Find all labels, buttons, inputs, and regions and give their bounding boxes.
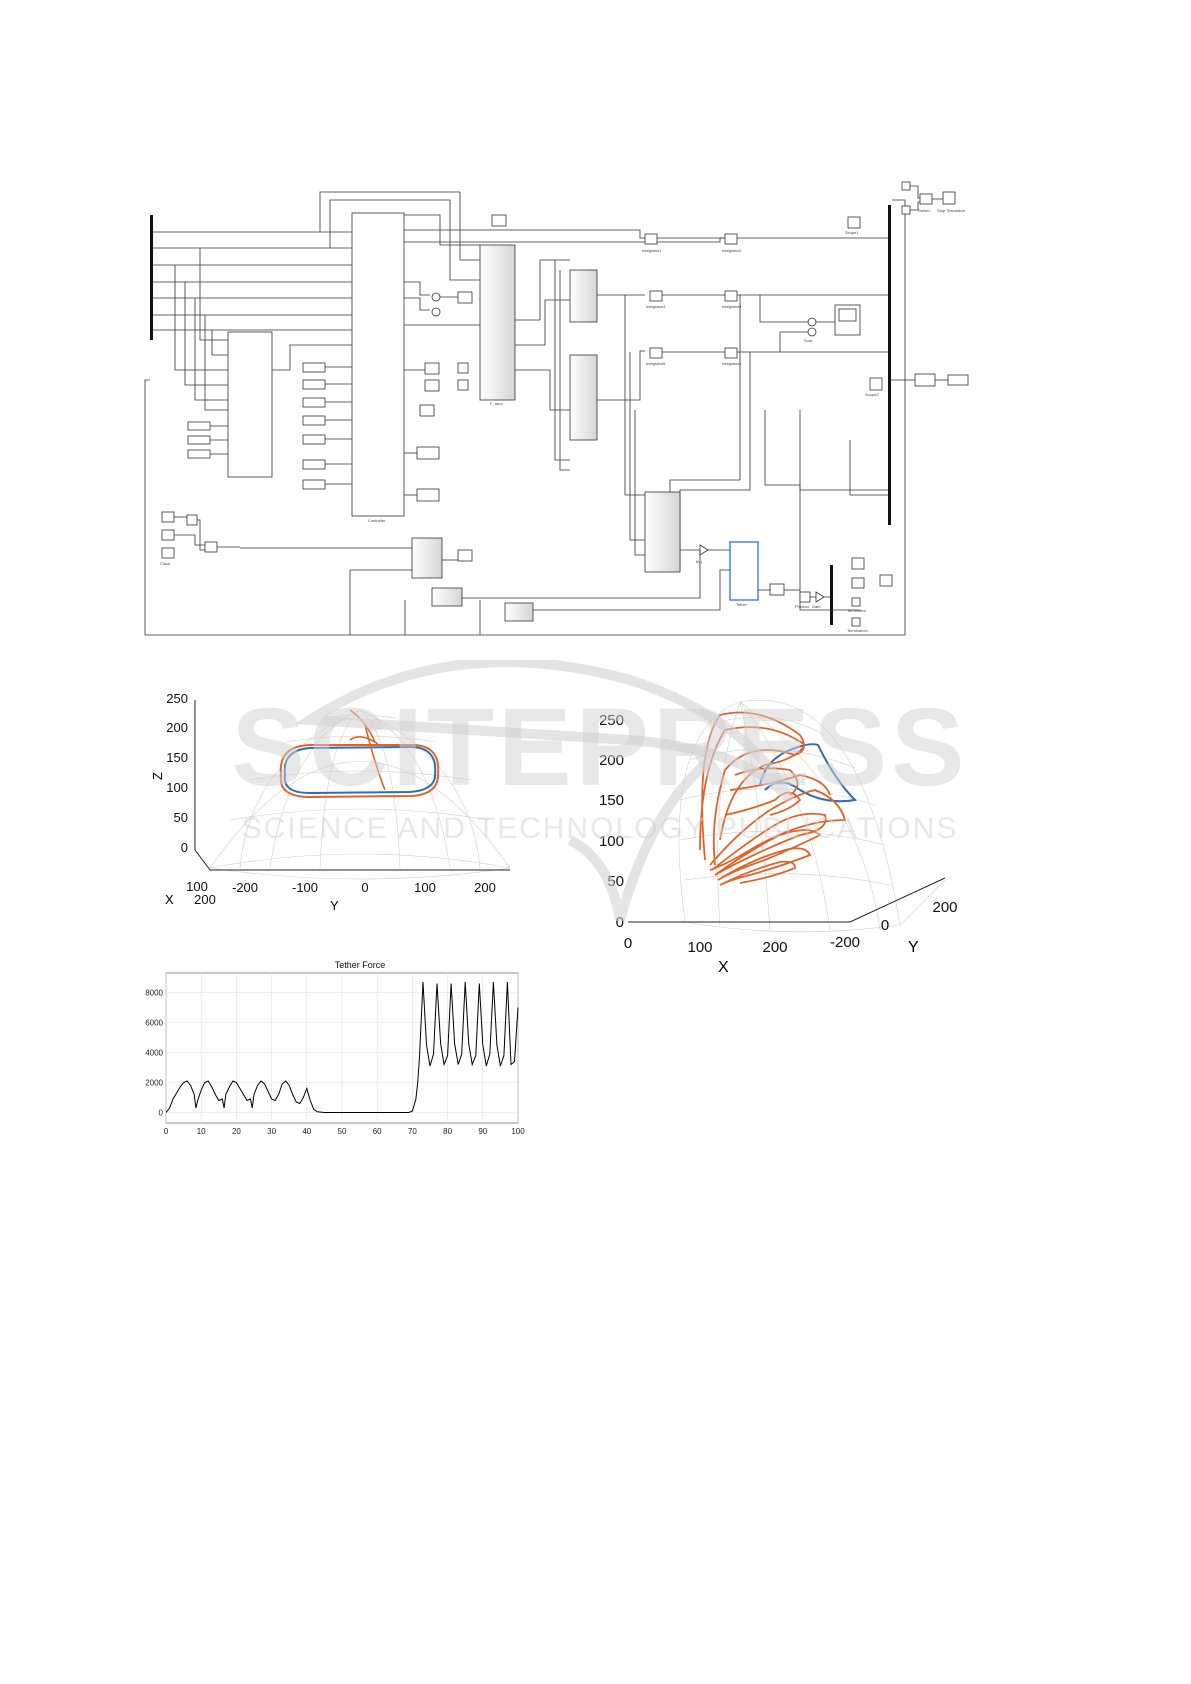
- label-switch: Switch: [918, 208, 930, 213]
- z-tick: 150: [166, 750, 188, 765]
- z-tick: 50: [174, 810, 188, 825]
- y-tick: -200: [830, 934, 860, 951]
- label-fu: f(u): [696, 559, 703, 564]
- y-tick-label: 2000: [145, 1079, 163, 1088]
- z-axis-label: Z: [150, 772, 165, 780]
- label-product: Product: [795, 604, 810, 609]
- plot3d-right-canvas: 250 200 150 100 50 0 Z 0 100 200 200 0 -…: [577, 700, 958, 976]
- label-integrator1: Integrator1: [642, 248, 662, 253]
- aero-forces-block: [644, 491, 681, 573]
- y-tick-label: 6000: [145, 1019, 163, 1028]
- label-scope1: Scope1: [845, 230, 859, 235]
- dynamics-block-2: [569, 354, 598, 441]
- y-tick: 200: [474, 880, 496, 895]
- x-tick: 100: [687, 939, 712, 956]
- z-tick: 100: [166, 780, 188, 795]
- y-tick-label: 4000: [145, 1049, 163, 1058]
- z-tick: 200: [600, 752, 624, 769]
- x-tick-label: 50: [338, 1127, 347, 1136]
- label-tether: Tether: [736, 602, 748, 607]
- x-tick: 0: [624, 935, 632, 952]
- label-integrator4: Integrator4: [722, 304, 742, 309]
- y-tick: 200: [932, 899, 957, 916]
- dynamics-block-1: [569, 269, 598, 323]
- reference-path: [283, 745, 437, 795]
- z-tick: 250: [166, 691, 188, 706]
- tether-force-series: [165, 981, 519, 1113]
- x-tick-label: 60: [373, 1127, 382, 1136]
- z-tick: 0: [181, 840, 188, 855]
- simulink-diagram: Controller F_aero Integrator1 Integrator…: [140, 170, 1000, 645]
- label-integrator6: Integrator6: [722, 361, 742, 366]
- x-tick-label: 80: [443, 1127, 452, 1136]
- z-tick: 50: [607, 873, 624, 890]
- label-integrator2: Integrator2: [722, 248, 742, 253]
- y-tick-label: 8000: [145, 989, 163, 998]
- label-terminator: Terminator: [847, 608, 867, 613]
- chart-title: Tether Force: [335, 960, 386, 970]
- tether-block: [729, 541, 759, 601]
- x-tick-label: 0: [164, 1127, 169, 1136]
- label-sum: Sum: [804, 338, 813, 343]
- z-tick: 200: [166, 720, 188, 735]
- label-gain: Gain: [812, 604, 820, 609]
- simulink-canvas: Controller F_aero Integrator1 Integrator…: [144, 181, 969, 636]
- trajectory-plot-left: 250 200 150 100 50 0 Z -200 -100 0 100 2…: [150, 680, 530, 930]
- z-tick: 100: [600, 833, 624, 850]
- label-scope2: Scope2: [865, 392, 879, 397]
- kite-launch-path: [349, 709, 386, 791]
- y-tick-label: 0: [159, 1109, 164, 1118]
- y-tick: -200: [232, 880, 258, 895]
- x-tick: 200: [194, 892, 216, 907]
- y-axis-label: Y: [330, 898, 339, 913]
- x-tick-label: 20: [232, 1127, 241, 1136]
- label-stop: Stop Simulation: [937, 208, 965, 213]
- x-tick-label: 70: [408, 1127, 417, 1136]
- x-tick: 200: [762, 939, 787, 956]
- tether-force-svg: Tether Force 0 10 20 30 40 50 60 70 80 90 100 0 2000…: [140, 955, 540, 1145]
- x-axis-label: X: [165, 892, 174, 907]
- x-tick-label: 40: [302, 1127, 311, 1136]
- label-controller: Controller: [368, 518, 386, 523]
- f-aero-block: [479, 244, 516, 401]
- x-tick-label: 90: [478, 1127, 487, 1136]
- label-terminator1: Terminator1: [847, 628, 869, 633]
- label-integrator3: Integrator3: [646, 304, 666, 309]
- x-tick-label: 30: [267, 1127, 276, 1136]
- label-integrator5: Integrator5: [646, 361, 666, 366]
- x-tick-label: 100: [511, 1127, 525, 1136]
- y-tick: 100: [414, 880, 436, 895]
- tether-force-chart: Tether Force 0 10 20 30 40 50 60 70 80 90 100 0 2000…: [140, 955, 540, 1145]
- label-f-aero: F_aero: [490, 401, 503, 406]
- label-clock: Clock: [160, 561, 170, 566]
- kite-model-block: [227, 331, 273, 478]
- y-tick: 0: [881, 917, 889, 934]
- z-tick: 150: [600, 792, 624, 809]
- trajectory-plot-right: 250 200 150 100 50 0 Z 0 100 200 200 0 -…: [577, 690, 980, 980]
- plot3d-left-canvas: 250 200 150 100 50 0 Z -200 -100 0 100 2…: [150, 691, 511, 913]
- y-axis-label: Y: [908, 939, 919, 956]
- x-tick: 100: [186, 879, 208, 894]
- y-tick: 0: [361, 880, 368, 895]
- z-tick: 250: [600, 712, 624, 729]
- x-tick-label: 10: [197, 1127, 206, 1136]
- z-tick: 0: [616, 914, 624, 931]
- x-axis-label: X: [718, 959, 729, 976]
- y-tick: -100: [292, 880, 318, 895]
- controller-block: [351, 212, 405, 517]
